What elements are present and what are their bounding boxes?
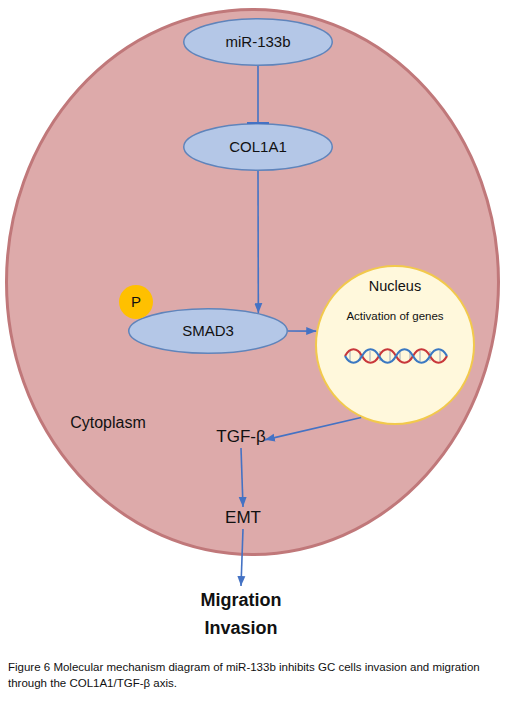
nucleus-circle: NucleusActivation of genes [315,265,475,425]
node-label: TGF-β [216,426,265,448]
node-outline [316,266,474,424]
node-label: EMT [225,507,261,529]
node-outline [184,124,333,171]
node-outline [119,285,153,319]
node-outline [7,10,499,555]
node-label: COL1A1 [229,137,287,157]
node-label: miR-133b [225,32,290,52]
node-outline [129,309,288,354]
phosphate-circle: P [119,285,153,319]
node-label: Activation of genes [345,309,445,324]
cell-outline: Cytoplasm miR-133bCOL1A1P SMAD3 NucleusActi… [5,8,500,556]
caption-box: Figure 6 Molecular mechanism diagram of … [8,659,500,691]
pathway-label: TGF-β [216,426,265,448]
node-label: Migration Invasion [181,586,301,642]
outcome-label: Migration Invasion [181,586,301,642]
mirna-ellipse: miR-133b [183,18,333,66]
node-label: Nucleus [345,277,445,296]
node-label: P [131,292,141,312]
gene-ellipse: COL1A1 [183,123,333,171]
pathway-label: EMT [225,507,261,529]
protein-ellipse: SMAD3 [128,308,288,354]
node-label: SMAD3 [182,321,234,341]
node-outline [184,19,333,66]
node-label: Cytoplasm [58,413,158,434]
